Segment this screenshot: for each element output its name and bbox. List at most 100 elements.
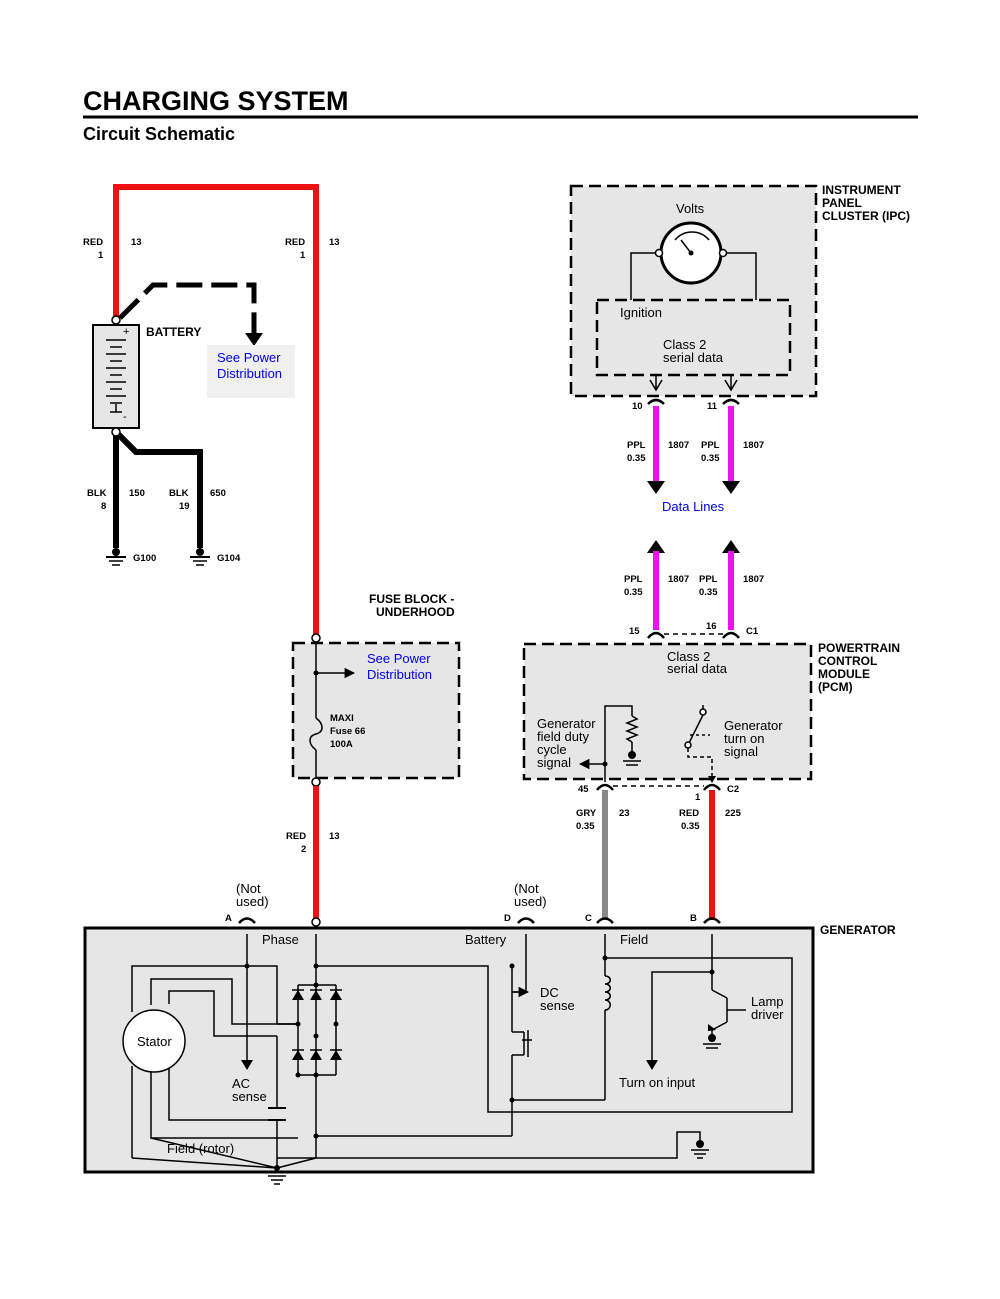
wire-circuit: 1807 (668, 440, 689, 451)
battery-label: BATTERY (146, 325, 201, 339)
fuse-label-line2: Fuse 66 (330, 726, 365, 737)
battery-link-box (207, 345, 295, 398)
terminal-d: D (504, 913, 511, 924)
wire-gauge: 0.35 (699, 587, 718, 598)
resistor-icon (624, 715, 640, 743)
up-arrow-icon (647, 540, 665, 553)
fuse-block-box (291, 641, 461, 780)
battery-power-link-line2[interactable]: Distribution (217, 366, 282, 381)
pcm-title-line4: (PCM) (818, 680, 853, 694)
gauge-wire-left (630, 252, 657, 300)
gen-field-label: Generator (537, 716, 596, 731)
terminal-a: A (225, 913, 232, 924)
battery-power-link[interactable]: See Power (217, 350, 281, 365)
pcm-title-line3: MODULE (818, 667, 870, 681)
pin-number: 1 (695, 792, 701, 803)
battery-positive-wire (113, 184, 319, 638)
class2-label: Class 2 (663, 337, 706, 352)
not-used-label-line2: used) (514, 894, 547, 909)
generator-section: GENERATOR (Not used) (Not used) A D C B … (83, 881, 896, 1185)
generator-title: GENERATOR (820, 923, 896, 937)
ipc-class2-box (595, 298, 792, 377)
battery-plus: + (123, 326, 129, 338)
wire-color: PPL (624, 574, 643, 585)
ipc-data-lines: 10 11 PPL 0.35 1807 PPL 0.35 1807 (627, 398, 764, 494)
wire-color: RED (679, 808, 699, 819)
class2-label-line2: serial data (663, 350, 724, 365)
page-subtitle: Circuit Schematic (83, 124, 235, 144)
wire-circuit: 1807 (668, 574, 689, 585)
battery-cells (106, 339, 126, 413)
field-rotor-label: Field (rotor) (167, 1141, 234, 1156)
wire-gauge: 1 (98, 250, 104, 261)
wire-circuit: 1807 (743, 440, 764, 451)
transistor-icon (512, 1030, 532, 1057)
ipc-box (569, 184, 818, 398)
page-title: CHARGING SYSTEM (83, 86, 349, 116)
wire-gauge: 2 (301, 844, 306, 855)
gen-field-label-line3: cycle (537, 742, 567, 757)
transistor-arrow (708, 1024, 716, 1031)
ipc-title: INSTRUMENT (822, 183, 901, 197)
gauge-wire-right (725, 252, 757, 300)
gen-field-label-line2: field duty (537, 729, 590, 744)
ipc-section: INSTRUMENT PANEL CLUSTER (IPC) Volts Ign… (569, 183, 910, 398)
not-used-label-line2: used) (236, 894, 269, 909)
stator-label: Stator (137, 1034, 172, 1049)
ground-label-g104: G104 (217, 553, 241, 564)
wire-gauge: 1 (300, 250, 306, 261)
down-arrow-icon (646, 1060, 658, 1070)
wire-circuit: 150 (129, 488, 145, 499)
class2-label-line2: serial data (667, 661, 728, 676)
generator-internal-wiring (131, 934, 793, 1159)
battery-section: See Power Distribution + - BATTERY RED 1… (83, 184, 340, 638)
fuse-block-section: FUSE BLOCK - UNDERHOOD See Power Distrib… (286, 592, 461, 920)
wire-gauge: 0.35 (624, 587, 643, 598)
fuse-icon (309, 717, 323, 751)
fuse-power-link-line2[interactable]: Distribution (367, 667, 432, 682)
ac-sense-label-line2: sense (232, 1089, 267, 1104)
gauge-scale (674, 231, 710, 241)
wire-circuit: 225 (725, 808, 742, 819)
ac-sense-label: AC (232, 1076, 250, 1091)
fuse-block-title-line2: UNDERHOOD (376, 605, 455, 619)
ground-icon (696, 1140, 704, 1148)
wire-gauge: 19 (179, 501, 190, 512)
diode-icon (292, 989, 342, 1060)
wire-gauge: 8 (101, 501, 106, 512)
field-coil-icon (604, 975, 611, 1011)
battery-power-dist-dashed (118, 282, 257, 335)
wire-color: PPL (627, 440, 646, 451)
case-ground (131, 1137, 317, 1172)
pin-number: 16 (706, 621, 717, 632)
wire-color: GRY (576, 808, 597, 819)
pin-number: 11 (707, 401, 718, 412)
gauge-pivot (688, 250, 694, 256)
down-arrow-icon (647, 481, 665, 494)
connector-label: C2 (727, 784, 739, 795)
wire-color: BLK (169, 488, 189, 499)
ground-icon (106, 548, 126, 566)
dc-sense-label: DC (540, 985, 559, 1000)
pcm-title-line2: CONTROL (818, 654, 877, 668)
wire-gauge: 0.35 (701, 453, 720, 464)
gauge-terminal (718, 248, 728, 258)
ignition-label: Ignition (620, 305, 662, 320)
wire-gauge: 0.35 (681, 821, 700, 832)
up-arrow-icon (722, 540, 740, 553)
class2-label: Class 2 (667, 649, 710, 664)
connector-label: C1 (746, 626, 759, 637)
pin-number: 15 (629, 626, 640, 637)
junction-dots (295, 955, 715, 1139)
wire-color: BLK (87, 488, 107, 499)
down-arrow-icon (241, 1060, 253, 1070)
gen-turnon-label: Generator (724, 718, 783, 733)
volts-label: Volts (676, 201, 705, 216)
pcm-box (522, 642, 813, 781)
fuse-power-link[interactable]: See Power (367, 651, 431, 666)
data-lines-link[interactable]: Data Lines (662, 499, 725, 514)
terminal-b: B (690, 913, 697, 924)
ground-icon (708, 1034, 716, 1042)
